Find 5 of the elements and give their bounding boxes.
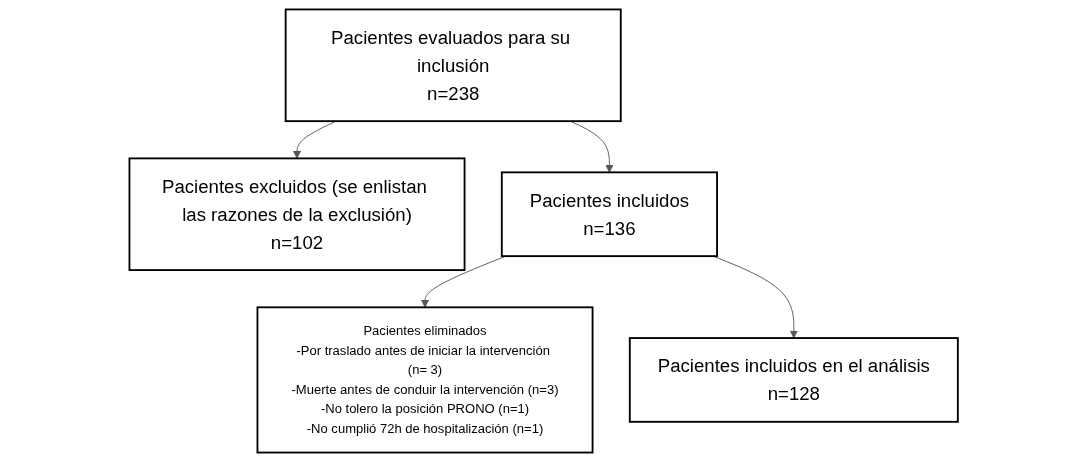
node-box: Pacientes incluidos n=136: [501, 171, 719, 258]
node-box: Pacientes evaluados para su inclusión n=238: [285, 8, 623, 123]
node-box: Pacientes incluidos en el análisis n=128: [629, 337, 960, 423]
node-box: Pacientes eliminados -Por traslado antes de iniciar la intervención (n= 3) -Muerte antes de conduir la intervención (n=3) -No tolero la posición PRONO (n=1) -No cumplió 72h de hospitalización (n=1): [256, 306, 594, 454]
node-box: Pacientes excluidos (se enlistan las razones de la exclusión) n=102: [128, 157, 466, 271]
